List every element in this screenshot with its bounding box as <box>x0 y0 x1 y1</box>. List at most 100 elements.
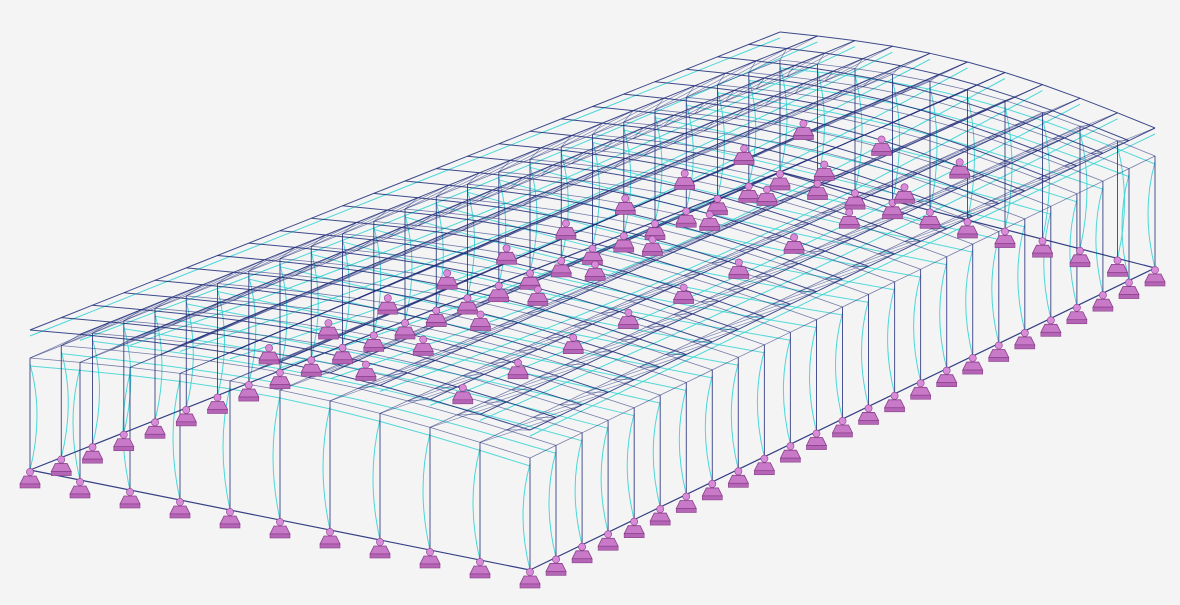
pinned-support-icon[interactable] <box>519 269 541 290</box>
pinned-support-icon[interactable] <box>738 182 760 203</box>
pinned-support-icon[interactable] <box>394 319 416 340</box>
pinned-support-icon[interactable] <box>469 310 492 331</box>
pinned-support-icon[interactable] <box>363 331 385 352</box>
pinned-support-icon[interactable] <box>779 442 802 463</box>
pinned-support-icon[interactable] <box>507 358 529 380</box>
pinned-support-icon[interactable] <box>1066 303 1088 325</box>
pinned-support-icon[interactable] <box>857 404 880 425</box>
pinned-support-icon[interactable] <box>555 219 577 240</box>
pinned-support-icon[interactable] <box>870 135 893 156</box>
pinned-support-icon[interactable] <box>436 269 458 290</box>
pinned-support-icon[interactable] <box>562 333 584 355</box>
pinned-support-icon[interactable] <box>258 344 280 365</box>
pinned-support-icon[interactable] <box>1144 266 1166 287</box>
pinned-support-icon[interactable] <box>1031 237 1054 258</box>
pinned-support-icon[interactable] <box>519 568 541 589</box>
pinned-support-icon[interactable] <box>844 189 866 210</box>
pinned-support-icon[interactable] <box>119 488 141 509</box>
pinned-support-icon[interactable] <box>733 144 755 165</box>
pinned-support-icon[interactable] <box>988 341 1010 362</box>
pinned-support-icon[interactable] <box>962 354 984 375</box>
pinned-support-icon[interactable] <box>675 492 697 513</box>
pinned-support-icon[interactable] <box>701 480 723 501</box>
pinned-support-icon[interactable] <box>545 555 567 576</box>
pinned-support-icon[interactable] <box>805 429 828 450</box>
pinned-support-icon[interactable] <box>838 208 860 229</box>
pinned-support-icon[interactable] <box>219 508 241 529</box>
bottom-chord-member <box>654 96 687 111</box>
pinned-support-icon[interactable] <box>727 467 749 488</box>
pinned-support-icon[interactable] <box>672 283 695 304</box>
pinned-support-icon[interactable] <box>550 257 572 278</box>
pinned-support-icon[interactable] <box>675 207 697 228</box>
pinned-support-icon[interactable] <box>269 368 291 389</box>
pinned-support-icon[interactable] <box>488 281 510 303</box>
pinned-support-icon[interactable] <box>706 194 729 216</box>
pinned-support-icon[interactable] <box>355 360 377 381</box>
pinned-support-icon[interactable] <box>1014 329 1036 350</box>
pinned-support-icon[interactable] <box>613 232 635 253</box>
pinned-support-icon[interactable] <box>50 455 72 476</box>
pinned-support-icon[interactable] <box>369 538 391 559</box>
pinned-support-icon[interactable] <box>783 233 805 254</box>
pinned-support-icon[interactable] <box>597 530 619 551</box>
pinned-support-icon[interactable] <box>728 258 750 279</box>
pinned-support-icon[interactable] <box>956 218 979 239</box>
pinned-support-icon[interactable] <box>527 285 549 306</box>
pinned-support-icon[interactable] <box>425 306 447 327</box>
top-chord-member <box>217 242 249 256</box>
pinned-support-icon[interactable] <box>831 417 854 438</box>
pinned-support-icon[interactable] <box>19 468 41 489</box>
pinned-support-icon[interactable] <box>495 244 518 265</box>
pinned-support-icon[interactable] <box>699 210 721 231</box>
pinned-support-icon[interactable] <box>238 381 260 402</box>
pinned-support-icon[interactable] <box>756 185 778 206</box>
pinned-support-icon[interactable] <box>300 356 322 377</box>
pinned-support-icon[interactable] <box>909 379 932 400</box>
pinned-support-icon[interactable] <box>584 260 606 281</box>
pinned-support-icon[interactable] <box>949 158 971 179</box>
pinned-support-icon[interactable] <box>881 198 904 220</box>
pinned-support-icon[interactable] <box>331 343 354 365</box>
pinned-support-icon[interactable] <box>206 393 229 414</box>
pinned-support-icon[interactable] <box>1069 246 1091 268</box>
pinned-support-icon[interactable] <box>456 294 479 315</box>
pinned-support-icon[interactable] <box>452 383 474 405</box>
pinned-support-icon[interactable] <box>1040 316 1062 337</box>
pinned-support-icon[interactable] <box>1106 256 1129 277</box>
pinned-support-icon[interactable] <box>994 227 1016 248</box>
diagonal-member <box>798 266 869 292</box>
pinned-support-icon[interactable] <box>614 194 636 215</box>
pinned-support-icon[interactable] <box>69 478 91 499</box>
pinned-support-icon[interactable] <box>81 443 104 464</box>
pinned-support-icon[interactable] <box>883 391 906 413</box>
pinned-support-icon[interactable] <box>813 160 835 181</box>
pinned-support-icon[interactable] <box>144 418 166 439</box>
pinned-support-icon[interactable] <box>419 548 441 569</box>
pinned-support-icon[interactable] <box>175 406 197 427</box>
pinned-support-icon[interactable] <box>623 517 645 538</box>
pinned-support-icon[interactable] <box>792 119 815 140</box>
pinned-support-icon[interactable] <box>641 235 664 256</box>
pinned-support-icon[interactable] <box>469 558 491 579</box>
pinned-support-icon[interactable] <box>806 179 829 200</box>
pinned-support-icon[interactable] <box>169 498 191 519</box>
pinned-support-icon[interactable] <box>674 169 696 190</box>
pinned-support-icon[interactable] <box>1092 291 1114 312</box>
pinned-support-icon[interactable] <box>617 308 640 329</box>
pinned-support-icon[interactable] <box>269 518 291 539</box>
pinned-support-icon[interactable] <box>113 430 135 452</box>
pinned-support-icon[interactable] <box>319 528 341 549</box>
pinned-support-icon[interactable] <box>919 208 941 229</box>
pinned-support-icon[interactable] <box>893 183 916 204</box>
pinned-support-icon[interactable] <box>412 335 434 356</box>
pinned-support-icon[interactable] <box>317 319 340 340</box>
pinned-support-icon[interactable] <box>649 505 671 526</box>
top-chord-member <box>592 106 634 112</box>
pinned-support-icon[interactable] <box>753 454 776 476</box>
pinned-support-icon[interactable] <box>571 542 593 564</box>
pinned-support-icon[interactable] <box>377 294 399 315</box>
pinned-support-icon[interactable] <box>1118 278 1140 299</box>
pinned-support-icon[interactable] <box>936 366 958 387</box>
